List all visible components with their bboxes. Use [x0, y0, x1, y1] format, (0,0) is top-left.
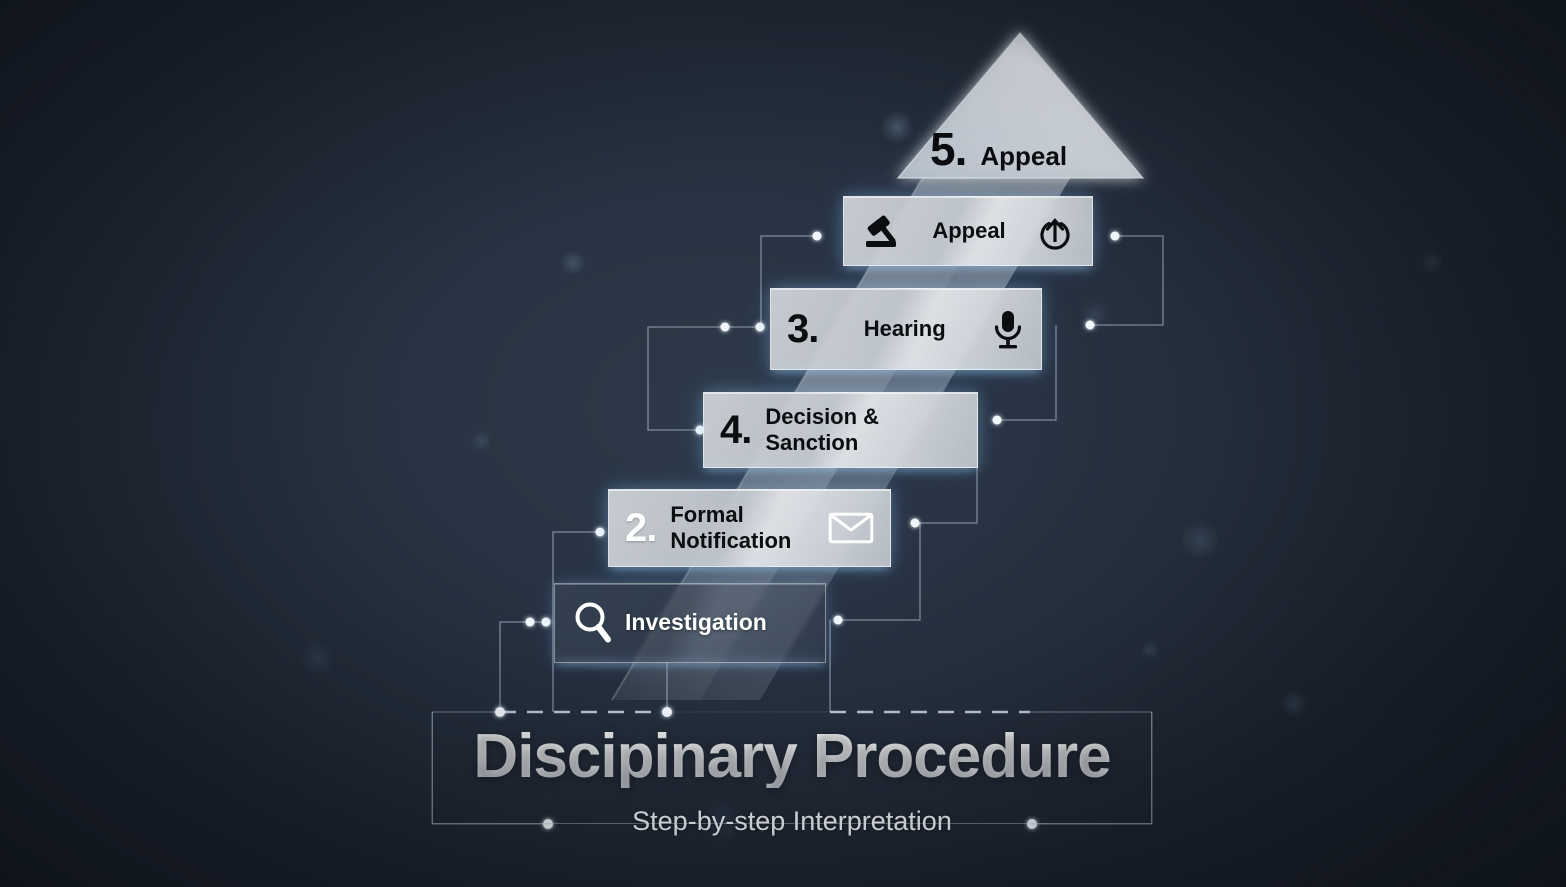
gavel-icon [860, 213, 904, 249]
step-label: Investigation [625, 609, 767, 636]
step-card-notification[interactable]: 2. Formal Notification [608, 489, 891, 567]
magnifier-icon [571, 600, 615, 646]
step-number: 2. [625, 506, 657, 550]
bokeh-light [560, 250, 586, 276]
step-label: Hearing [863, 316, 946, 342]
arrowhead-label: 5. Appeal [930, 126, 1067, 172]
bokeh-light [470, 430, 492, 452]
bokeh-light [1280, 690, 1308, 718]
bokeh-light [1080, 300, 1110, 330]
arrowhead-text: Appeal [980, 141, 1068, 171]
page-subtitle: Step-by-step Interpretation [632, 806, 952, 836]
step-label: Decision & Sanction [765, 404, 880, 455]
microphone-icon [991, 308, 1025, 350]
step-label: Formal Notification [670, 502, 792, 553]
bokeh-light [1420, 250, 1444, 274]
step-card-appeal[interactable]: Appeal [843, 196, 1093, 266]
title-block: Discipinary Procedure Step-by-step Inter… [432, 712, 1152, 835]
step-number: 4. [720, 408, 752, 452]
bokeh-light [880, 110, 914, 144]
step-card-hearing[interactable]: 3. Hearing [770, 288, 1042, 370]
step-card-investigation[interactable]: Investigation [554, 583, 826, 663]
bokeh-light [300, 640, 336, 676]
page-title: Discipinary Procedure [432, 726, 1152, 788]
arrow-head [896, 31, 1145, 179]
appeal-restore-arrow-icon [1034, 210, 1076, 252]
bokeh-light [1180, 520, 1220, 560]
step-number: 3. [787, 307, 819, 351]
step-label: Appeal [932, 218, 1006, 244]
step-card-decision[interactable]: 4. Decision & Sanction [703, 392, 978, 468]
envelope-icon [828, 511, 874, 545]
arrowhead-number: 5. [930, 123, 967, 175]
bokeh-light [1140, 640, 1160, 660]
